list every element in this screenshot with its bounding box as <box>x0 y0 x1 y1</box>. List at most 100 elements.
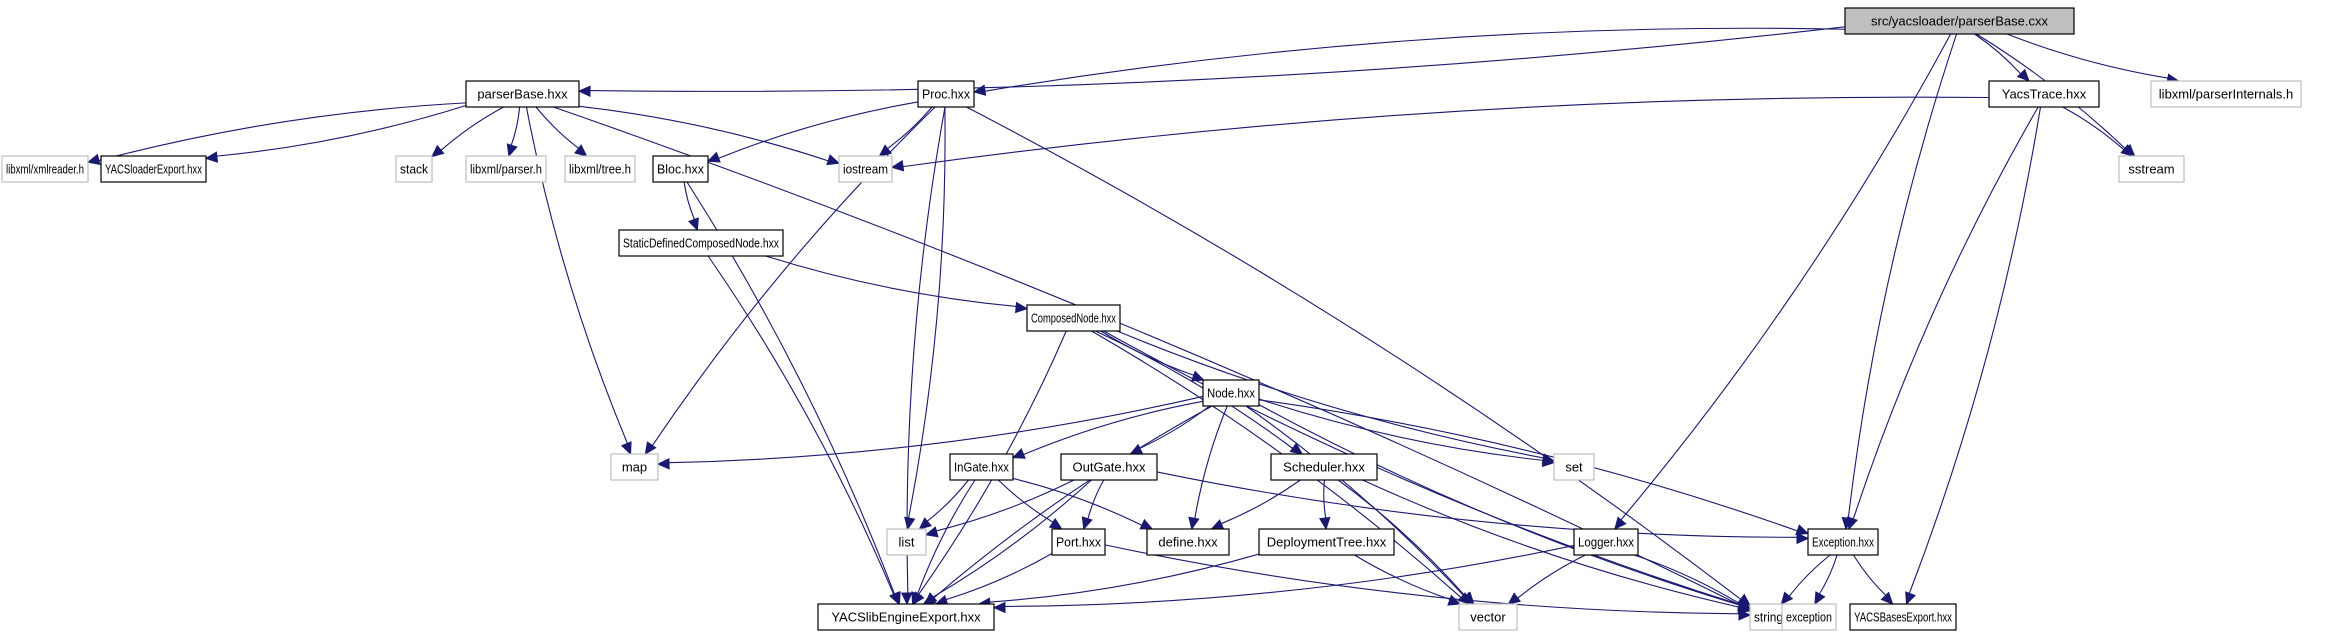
edge-line <box>525 106 628 444</box>
edge-line <box>1245 405 1466 598</box>
node-box <box>1844 7 2075 35</box>
edge-line <box>1517 554 1586 599</box>
edge-line <box>1258 404 1741 606</box>
edge-Node-to-string <box>1258 404 1752 612</box>
node-DeploymentTree[interactable]: DeploymentTree.hxx <box>1258 528 1395 556</box>
edge-InGate-to-YACSlibEngineExport <box>911 479 976 606</box>
edge-root-to-parserBase <box>577 26 1846 98</box>
arrowhead-icon <box>972 84 987 96</box>
edge-line <box>1194 405 1228 519</box>
edge-ComposedNode-to-Scheduler <box>1095 330 1304 455</box>
edge-line <box>1974 33 2022 75</box>
node-root[interactable]: src/yacsloader/parserBase.cxx <box>1844 7 2075 35</box>
edge-line <box>510 106 521 146</box>
node-label: parserBase.hxx <box>477 87 568 102</box>
node-Exception[interactable]: Exception.hxx <box>1807 528 1879 556</box>
node-box <box>1026 304 1121 332</box>
node-Scheduler[interactable]: Scheduler.hxx <box>1270 453 1378 481</box>
edge-YacsTrace-to-Exception <box>1847 106 2039 531</box>
arrowhead-icon <box>924 526 939 538</box>
node-map: map <box>610 453 659 481</box>
edge-line <box>1087 479 1105 519</box>
edge-line <box>906 106 946 594</box>
edge-parserBase-to-YACSloaderExport <box>204 104 467 163</box>
edge-OutGate-to-YACSlibEngineExport <box>922 479 1092 605</box>
node-label: Bloc.hxx <box>657 162 704 177</box>
arrowhead-icon <box>1210 519 1225 530</box>
node-label: Scheduler.hxx <box>1283 460 1365 475</box>
node-box <box>1781 603 1837 631</box>
node-InGate[interactable]: InGate.hxx <box>949 453 1014 481</box>
node-YACSBasesExport[interactable]: YACSBasesExport.hxx <box>1849 603 1957 631</box>
edge-line <box>668 395 1204 464</box>
arrowhead-icon <box>2016 68 2030 82</box>
node-SDCN[interactable]: StaticDefinedComposedNode.hxx <box>618 229 784 257</box>
arrowhead-icon <box>1447 594 1462 606</box>
edge-Node-to-InGate <box>1011 400 1204 459</box>
edge-line <box>1258 399 1798 532</box>
node-ComposedNode[interactable]: ComposedNode.hxx <box>1026 304 1121 332</box>
node-box <box>1146 528 1230 556</box>
node-xmlreader: libxml/xmlreader.h <box>1 155 89 183</box>
arrowhead-icon <box>1880 591 1894 605</box>
edge-line <box>578 105 829 162</box>
edge-parserBase-to-tree <box>535 106 588 157</box>
edge-Bloc-to-SDCN <box>683 181 699 232</box>
edge-line <box>589 26 1846 92</box>
edge-line <box>933 405 1213 599</box>
arrowhead-icon <box>1737 597 1752 610</box>
edge-SDCN-to-ComposedNode <box>765 255 1029 314</box>
node-label: StaticDefinedComposedNode.hxx <box>623 236 779 251</box>
node-Logger[interactable]: Logger.hxx <box>1573 528 1639 556</box>
node-label: set <box>1565 460 1583 475</box>
arrowhead-icon <box>1905 591 1916 606</box>
edge-line <box>1103 330 1741 606</box>
arrowhead-icon <box>1795 524 1810 536</box>
edge-line <box>535 106 579 149</box>
node-define[interactable]: define.hxx <box>1146 528 1230 556</box>
node-box <box>1060 453 1158 481</box>
edge-line <box>989 553 1260 603</box>
edge-line <box>908 106 946 519</box>
node-box <box>2118 155 2185 183</box>
edge-line <box>1362 479 1740 608</box>
edge-line <box>2006 33 2169 79</box>
node-label: Port.hxx <box>1056 535 1101 550</box>
arrowhead-icon <box>1190 370 1205 382</box>
node-stack: stack <box>395 155 433 183</box>
edge-line <box>440 106 504 151</box>
node-YACSlibEngineExport[interactable]: YACSlibEngineExport.hxx <box>817 603 995 631</box>
arrowhead-icon <box>1738 609 1752 621</box>
node-parserBase[interactable]: parserBase.hxx <box>465 80 580 108</box>
edge-Scheduler-to-define <box>1210 479 1301 530</box>
edge-parserBase-to-stack <box>431 106 504 158</box>
edge-OutGate-to-Port <box>1081 479 1105 531</box>
arrowhead-icon <box>1048 517 1063 530</box>
arrowhead-icon <box>1014 301 1029 314</box>
node-label: Proc.hxx <box>922 87 970 102</box>
edge-line <box>1818 554 1838 595</box>
node-box <box>618 229 784 257</box>
arrowhead-icon <box>918 517 933 530</box>
edge-parserBase-to-xmlreader <box>86 102 467 165</box>
node-box <box>817 603 995 631</box>
edge-Proc-to-map <box>644 106 936 455</box>
node-OutGate[interactable]: OutGate.hxx <box>1060 453 1158 481</box>
node-YacsTrace[interactable]: YacsTrace.hxx <box>1988 80 2100 108</box>
node-Node[interactable]: Node.hxx <box>1202 379 1260 407</box>
node-Port[interactable]: Port.hxx <box>1051 528 1106 556</box>
edge-line <box>1620 33 1952 521</box>
node-box <box>1573 528 1639 556</box>
arrowhead-icon <box>1507 592 1522 605</box>
arrowhead-icon <box>86 153 101 165</box>
edge-Proc-to-Bloc <box>706 101 919 163</box>
node-Bloc[interactable]: Bloc.hxx <box>652 155 709 183</box>
node-Proc[interactable]: Proc.hxx <box>917 80 975 108</box>
edge-line <box>1354 554 1451 600</box>
arrowhead-icon <box>890 160 905 172</box>
edge-parserBase-to-map <box>525 106 632 456</box>
node-YACSloaderExport[interactable]: YACSloaderExport.hxx <box>100 155 207 183</box>
node-iostream: iostream <box>838 155 893 183</box>
edge-DeploymentTree-to-vector <box>1354 554 1462 606</box>
